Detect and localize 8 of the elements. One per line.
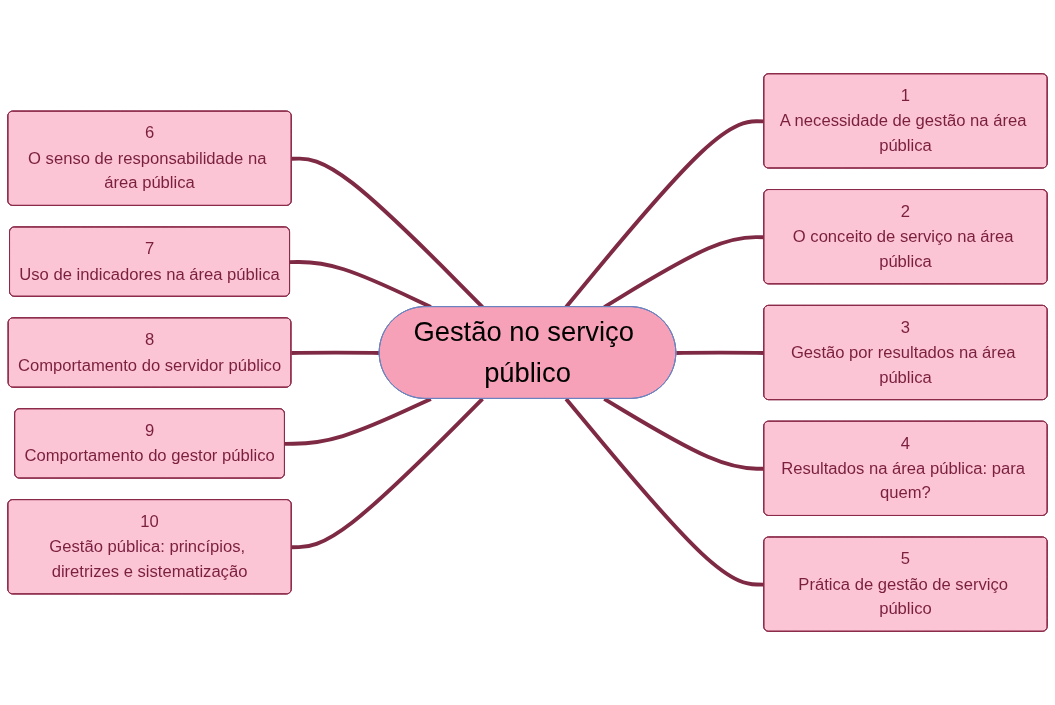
connector [291, 397, 484, 550]
connector [291, 350, 380, 355]
connector [284, 397, 432, 446]
connector [564, 397, 765, 587]
connector [291, 156, 484, 309]
connector [290, 260, 432, 309]
connector [676, 350, 765, 355]
connector [603, 397, 765, 471]
